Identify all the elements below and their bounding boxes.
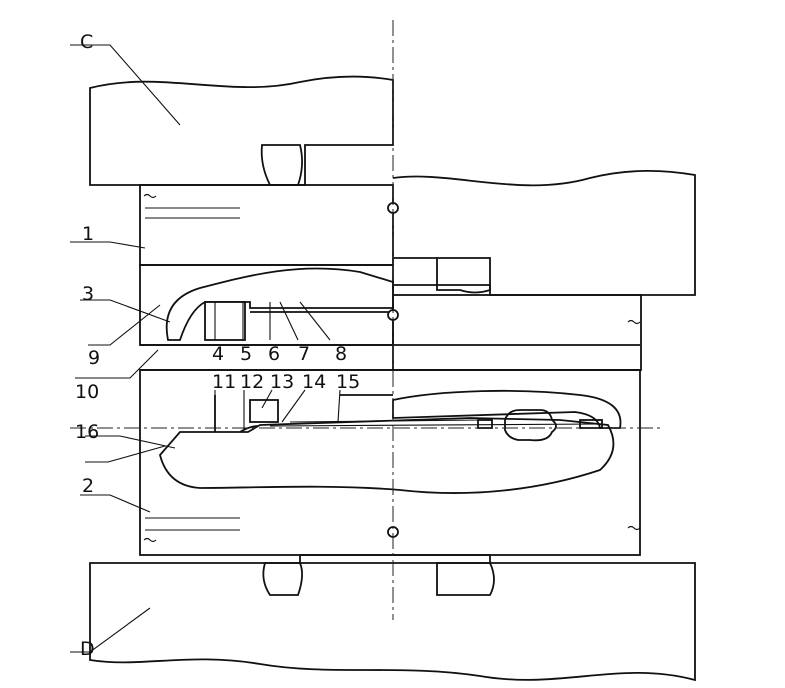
label-15: 15	[336, 371, 360, 393]
middle-block-3-right	[392, 294, 642, 371]
upper-insert-pin-4	[204, 301, 246, 341]
label-16: 16	[75, 421, 99, 443]
bottom-plate-d-seal-left	[262, 562, 303, 596]
bottom-plate-d	[89, 562, 696, 682]
label-5: 5	[240, 343, 252, 365]
lower-mold-2-tilde-left	[143, 537, 157, 543]
label-11: 11	[212, 371, 236, 393]
cross-hatched-seal-13	[249, 399, 279, 423]
label-9: 9	[88, 347, 100, 369]
leader-lines	[70, 44, 341, 653]
top-plate-c-seal	[260, 144, 303, 186]
lower-cavity-seal-left	[239, 425, 259, 433]
label-1: 1	[82, 223, 94, 245]
lower-mold-2-tilde-right	[627, 525, 641, 531]
cross-hatched-component-right	[504, 409, 557, 442]
label-4: 4	[212, 343, 224, 365]
label-7: 7	[298, 343, 310, 365]
upper-mold-1-tilde	[143, 193, 157, 199]
label-12: 12	[240, 371, 264, 393]
label-8: 8	[335, 343, 347, 365]
label-c: C	[80, 31, 93, 53]
lower-cavity-step	[214, 394, 393, 432]
upper-mold-1	[139, 184, 394, 266]
label-d: D	[80, 638, 95, 660]
bottom-plate-d-seal-right	[436, 562, 495, 596]
middle-block-3-right-tilde	[627, 319, 641, 325]
top-right-plate-groove	[436, 257, 491, 294]
label-3: 3	[82, 283, 94, 305]
inner-wire-line	[269, 423, 601, 427]
top-plate-c	[89, 75, 394, 186]
middle-block-3	[139, 264, 394, 346]
top-right-plate	[392, 169, 696, 296]
inner-wire-line-2	[289, 419, 481, 423]
label-13: 13	[270, 371, 294, 393]
upper-hatched-insert	[165, 267, 394, 341]
lower-cavity-top-insert	[392, 389, 622, 429]
label-6: 6	[268, 343, 280, 365]
label-10: 10	[75, 381, 99, 403]
small-component-right-a	[477, 419, 493, 429]
label-2: 2	[82, 475, 94, 497]
lower-hatched-core	[159, 417, 615, 494]
label-14: 14	[302, 371, 326, 393]
